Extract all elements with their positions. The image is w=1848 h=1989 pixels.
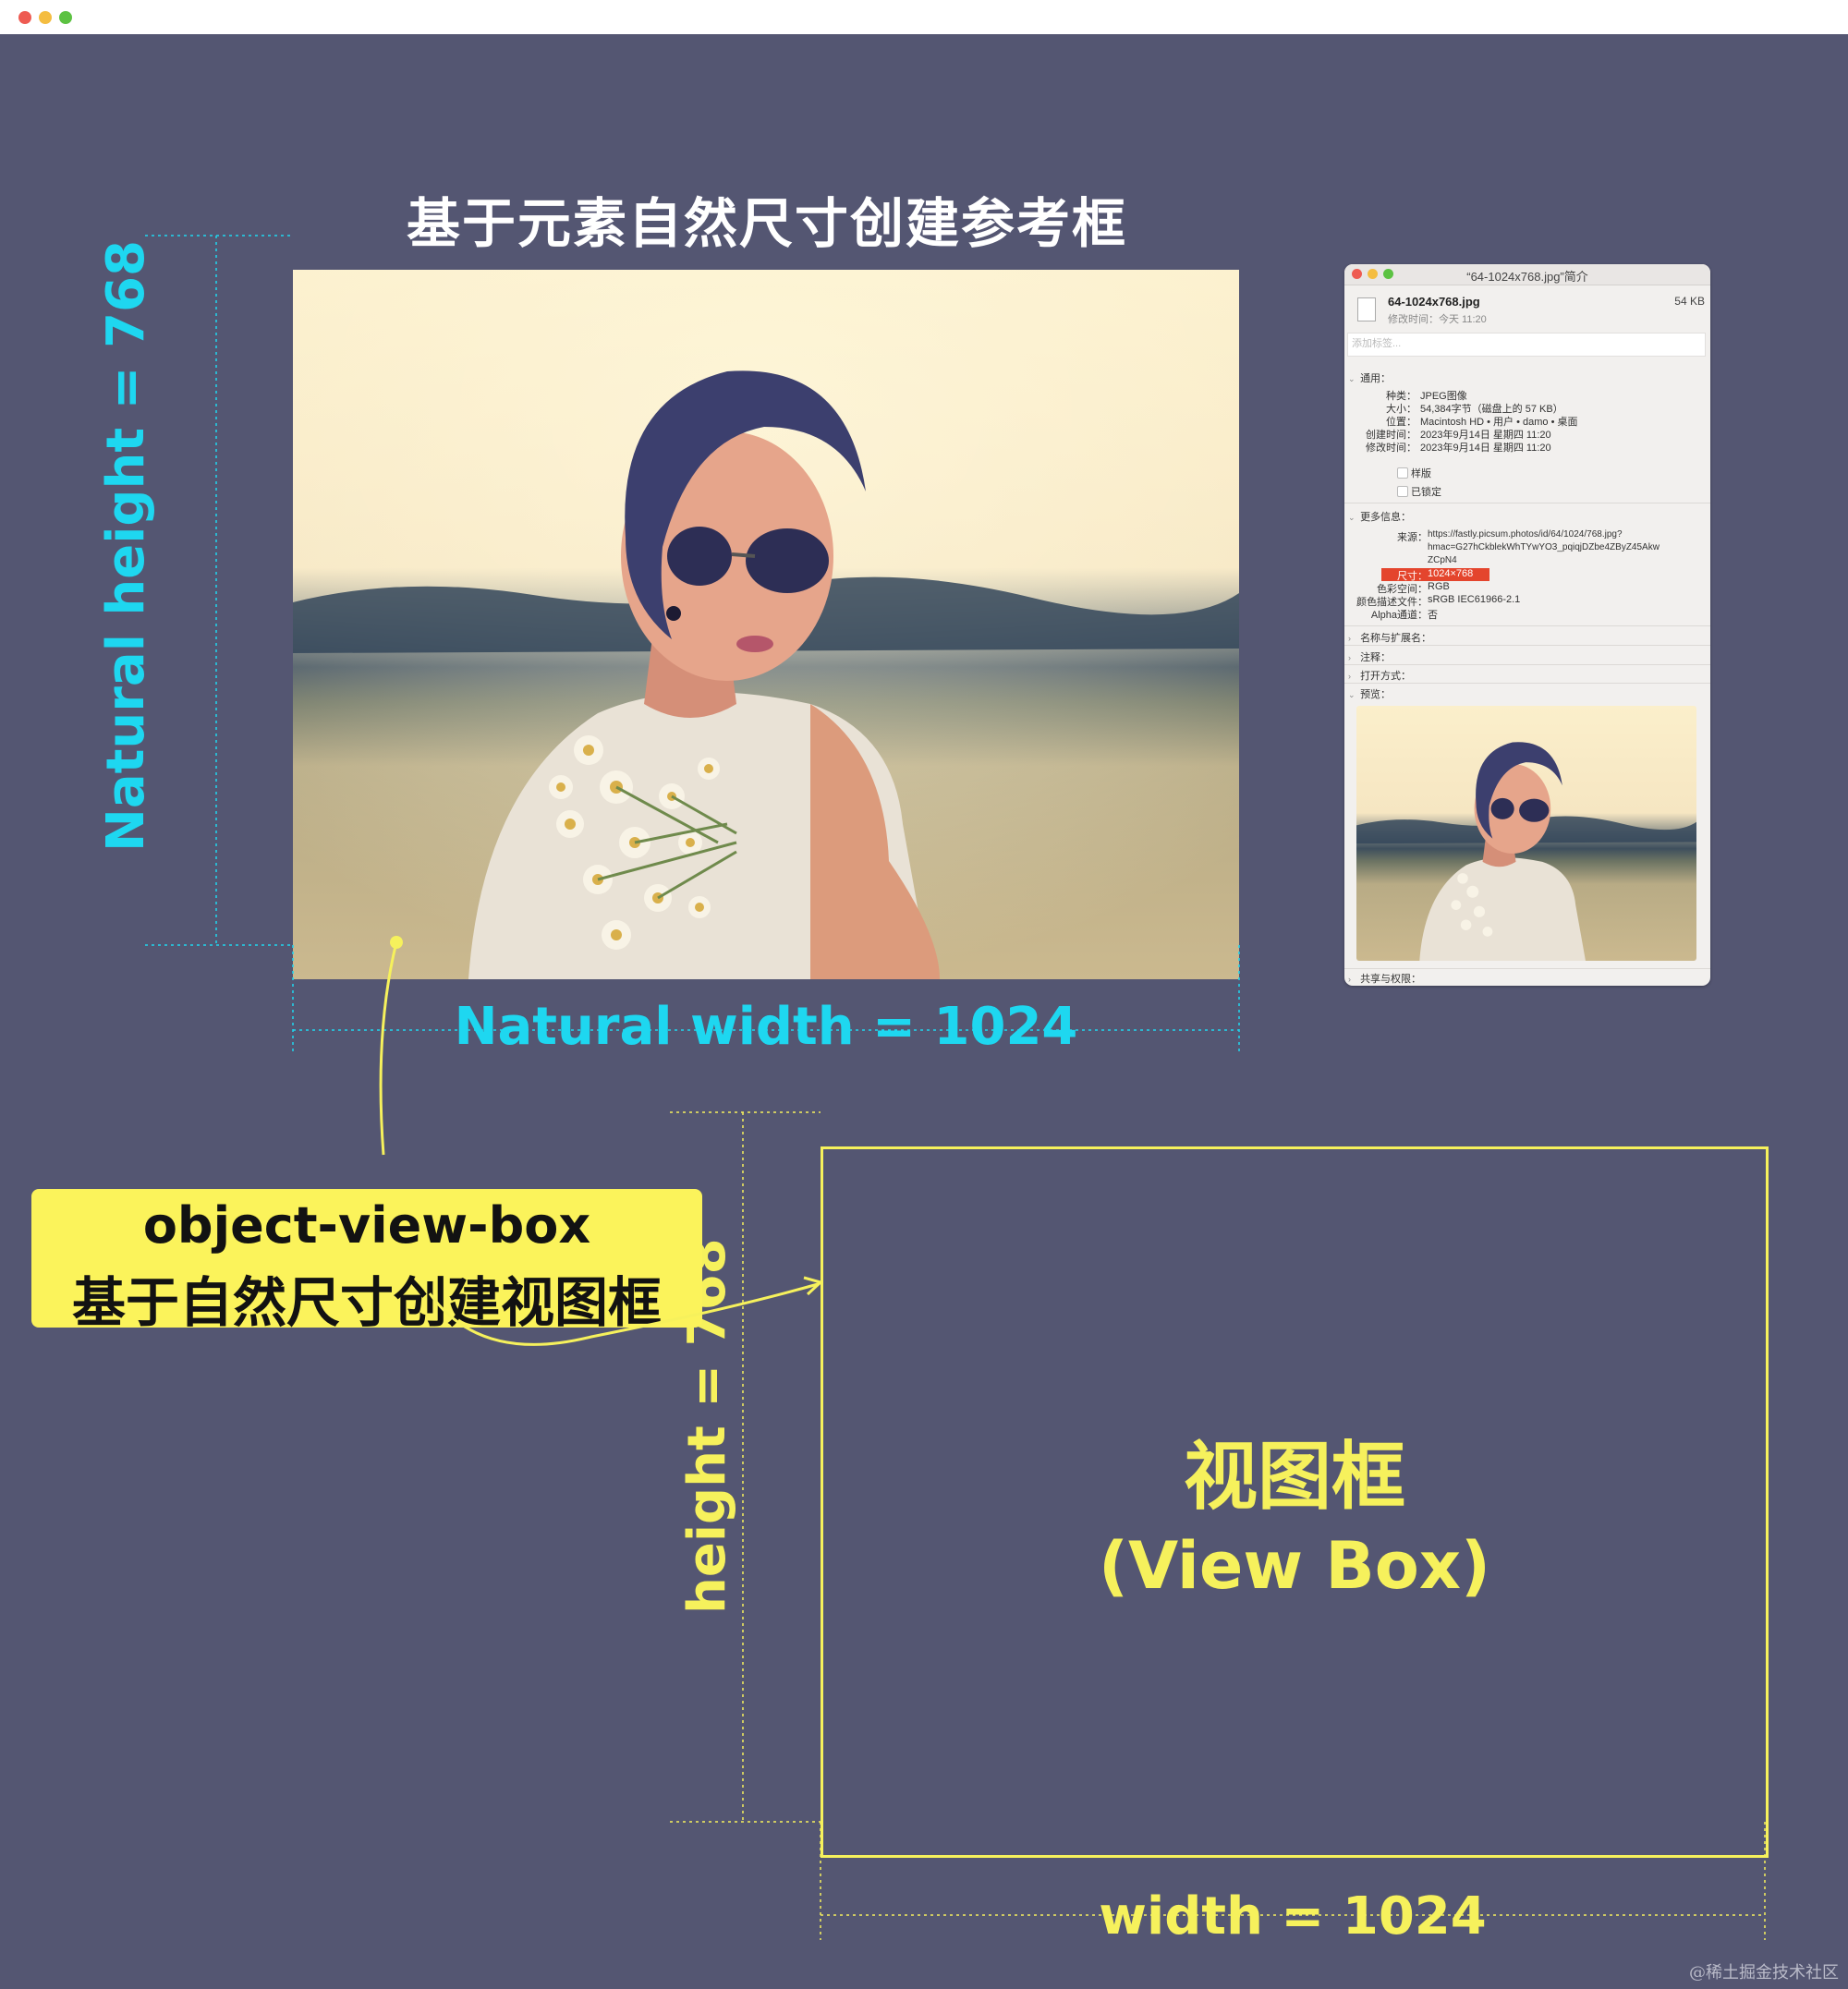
section-more-info[interactable]: ⌄ 更多信息：	[1348, 509, 1411, 524]
section-comments-label: 注释：	[1360, 652, 1392, 663]
photo-illustration	[293, 270, 1239, 979]
row-key: 色彩空间：	[1377, 584, 1428, 595]
chevron-down-icon: ⌄	[1348, 690, 1356, 699]
preview-illustration	[1356, 742, 1696, 961]
view-box-width-label: width = 1024	[1099, 1886, 1487, 1947]
callout-line-2: 基于自然尺寸创建视图框	[71, 1271, 662, 1334]
info-window-title: “64-1024x768.jpg”简介	[1466, 270, 1588, 284]
chevron-right-icon: ›	[1348, 634, 1351, 643]
section-general-label: 通用：	[1360, 373, 1392, 384]
source-line-2[interactable]: hmac=G27hCkblekWhTYwYO3_pqiqjDZbe4ZByZ45…	[1428, 542, 1660, 552]
source-line-3[interactable]: ZCpN4	[1428, 555, 1457, 565]
window-titlebar	[0, 0, 1848, 34]
section-more-info-label: 更多信息：	[1360, 512, 1412, 523]
reference-photo	[293, 270, 1239, 979]
view-box-frame: 视图框 (View Box)	[821, 1146, 1769, 1858]
minimize-dot-icon[interactable]	[39, 11, 52, 24]
section-preview[interactable]: ⌄ 预览：	[1348, 686, 1391, 701]
row-value: RGB	[1428, 581, 1450, 592]
section-sharing-label: 共享与权限：	[1360, 974, 1422, 985]
section-name-extension-label: 名称与扩展名：	[1360, 633, 1432, 644]
object-view-box-callout: object-view-box 基于自然尺寸创建视图框	[31, 1189, 702, 1334]
locked-label: 已锁定	[1411, 487, 1441, 498]
row-value: 54,384字节（磁盘上的 57 KB）	[1420, 404, 1563, 415]
section-open-with[interactable]: › 打开方式：	[1348, 668, 1411, 683]
info-file-name: 64-1024x768.jpg	[1388, 295, 1480, 309]
file-icon	[1357, 297, 1376, 321]
chevron-right-icon: ›	[1348, 653, 1351, 662]
section-preview-label: 预览：	[1360, 689, 1392, 700]
dimension-lines	[145, 235, 1766, 1940]
file-info-window: “64-1024x768.jpg”简介 64-1024x768.jpg 修改时间…	[1344, 264, 1710, 986]
dimensions-highlight	[1381, 568, 1489, 581]
row-key: 修改时间：	[1366, 443, 1416, 454]
divider	[1344, 664, 1710, 665]
view-box-subtitle: (View Box)	[1098, 1528, 1491, 1604]
divider	[1344, 625, 1710, 626]
section-comments[interactable]: › 注释：	[1348, 649, 1391, 664]
info-close-dot-icon[interactable]	[1352, 269, 1362, 279]
callout-line-1: object-view-box	[142, 1196, 591, 1255]
row-value: 1024×768	[1428, 568, 1474, 579]
tag-input[interactable]: 添加标签...	[1347, 333, 1706, 357]
section-open-with-label: 打开方式：	[1360, 671, 1412, 682]
diagram-title: 基于元素自然尺寸创建参考框	[406, 192, 1127, 255]
divider	[1344, 968, 1710, 969]
section-name-extension[interactable]: › 名称与扩展名：	[1348, 630, 1431, 645]
close-dot-icon[interactable]	[18, 11, 31, 24]
section-general[interactable]: ⌄ 通用：	[1348, 370, 1391, 385]
row-value: 2023年9月14日 星期四 11:20	[1420, 443, 1551, 454]
row-key: 位置：	[1386, 417, 1416, 428]
row-key: 创建时间：	[1366, 430, 1416, 441]
source-line-1[interactable]: https://fastly.picsum.photos/id/64/1024/…	[1428, 529, 1623, 540]
row-key: 种类：	[1386, 391, 1416, 402]
chevron-down-icon: ⌄	[1348, 513, 1356, 522]
zoom-dot-icon[interactable]	[59, 11, 72, 24]
row-value: JPEG图像	[1420, 391, 1467, 402]
row-value: sRGB IEC61966-2.1	[1428, 594, 1521, 605]
preview-thumbnail	[1356, 706, 1696, 961]
info-minimize-dot-icon[interactable]	[1368, 269, 1378, 279]
row-value: Macintosh HD • 用户 • damo • 桌面	[1420, 417, 1578, 428]
chevron-right-icon: ›	[1348, 672, 1351, 681]
stationery-checkbox[interactable]	[1397, 467, 1408, 479]
info-modified-short: 修改时间：今天 11:20	[1388, 314, 1487, 325]
arrow-icon	[428, 1282, 819, 1346]
row-key: 来源：	[1397, 532, 1428, 543]
view-box-title: 视图框	[1184, 1434, 1405, 1520]
chevron-right-icon: ›	[1348, 975, 1351, 984]
row-value: 2023年9月14日 星期四 11:20	[1420, 430, 1551, 441]
section-sharing[interactable]: › 共享与权限：	[1348, 971, 1421, 986]
info-zoom-dot-icon[interactable]	[1383, 269, 1393, 279]
watermark: @稀土掘金技术社区	[1689, 1963, 1839, 1983]
row-key: 大小：	[1386, 404, 1416, 415]
locked-checkbox[interactable]	[1397, 486, 1408, 497]
divider	[1344, 683, 1710, 684]
info-window-titlebar: “64-1024x768.jpg”简介	[1344, 264, 1710, 285]
row-key: Alpha通道：	[1370, 610, 1428, 621]
row-value: 否	[1428, 610, 1438, 621]
row-key: 颜色描述文件：	[1356, 597, 1428, 608]
natural-width-label: Natural width = 1024	[454, 997, 1078, 1057]
row-key: 尺寸：	[1397, 571, 1428, 582]
info-size-short: 54 KB	[1674, 295, 1705, 308]
divider	[1344, 645, 1710, 646]
stationery-label: 样版	[1411, 468, 1431, 479]
chevron-down-icon: ⌄	[1348, 374, 1356, 383]
diagram-canvas: 基于元素自然尺寸创建参考框	[0, 34, 1848, 1989]
